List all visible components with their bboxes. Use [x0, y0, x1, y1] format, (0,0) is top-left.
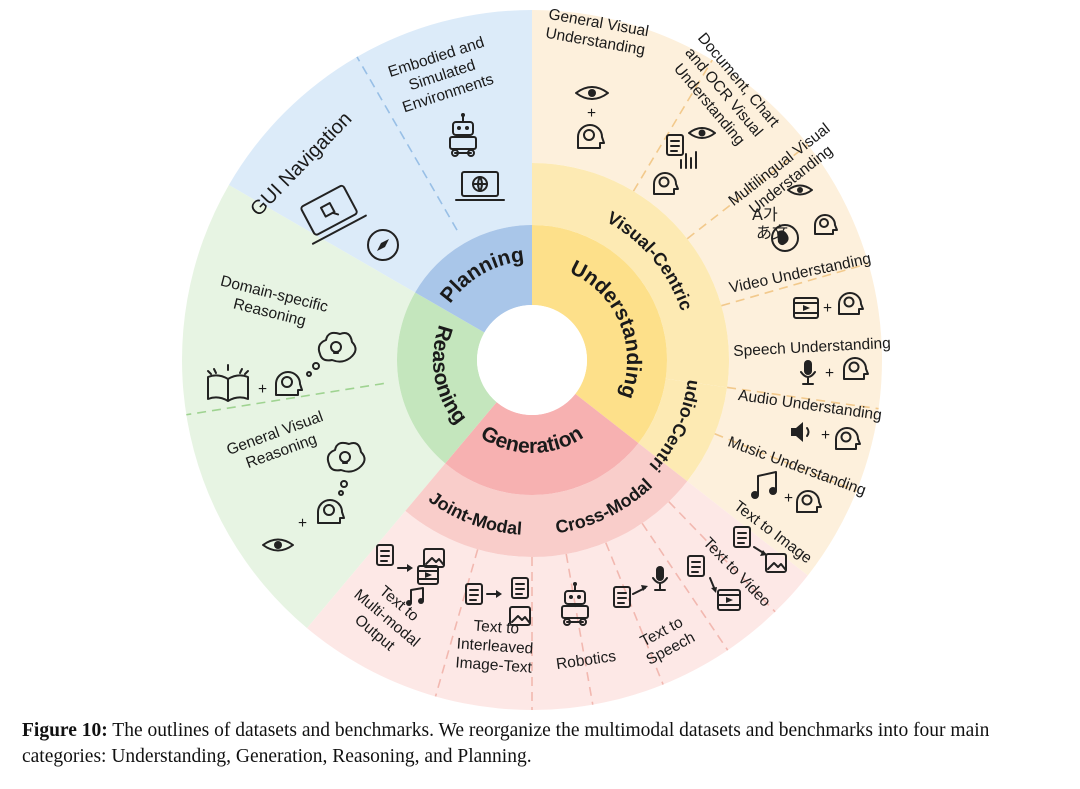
- document-icon: [465, 583, 483, 605]
- brain-head-icon: [838, 292, 864, 315]
- robot-icon: [561, 582, 589, 626]
- generation-inner-sector: [445, 393, 639, 495]
- generation-divider: [565, 553, 594, 705]
- generation-divider: [434, 549, 479, 697]
- bar-chart-icon: [680, 151, 697, 169]
- plus-sign: +: [298, 515, 307, 532]
- generation-divider: [605, 542, 664, 685]
- understanding-inner-sector: [532, 225, 667, 444]
- leaf-line: Image-Text: [455, 654, 533, 676]
- thought-bulb-icon: [326, 441, 366, 473]
- arrow-icon: [397, 564, 413, 572]
- document-icon: [376, 544, 394, 566]
- understanding-divider: [714, 433, 857, 492]
- thought-dot: [340, 480, 348, 488]
- brain-head-icon: [814, 214, 838, 235]
- eye-icon: [787, 184, 813, 196]
- planning-divider: [356, 56, 458, 231]
- understanding-divider: [632, 59, 713, 192]
- brain-head-icon: [835, 427, 861, 450]
- brain-head-icon: [653, 172, 679, 195]
- plus-sign: +: [823, 300, 832, 317]
- video-player-icon: [717, 589, 741, 611]
- caption-text: The outlines of datasets and benchmarks.…: [22, 720, 990, 767]
- document-icon: [666, 134, 684, 156]
- visual-centric-sector: [532, 163, 730, 388]
- image-icon: [765, 553, 787, 573]
- multilingual-glyphs-top: A가: [752, 205, 778, 224]
- plus-sign: +: [784, 490, 793, 507]
- plus-sign: +: [825, 365, 834, 382]
- document-icon: [511, 577, 529, 599]
- eye-icon: [688, 127, 716, 139]
- center-hole: [477, 305, 587, 415]
- plus-sign: +: [587, 105, 596, 122]
- open-book-icon: [207, 364, 249, 402]
- thought-dot: [306, 371, 312, 377]
- leaf-line: Interleaved: [456, 635, 534, 657]
- microphone-icon: [652, 566, 668, 591]
- microphone-icon: [800, 360, 816, 385]
- cross-modal-sector: [532, 443, 688, 557]
- video-player-icon: [417, 565, 439, 585]
- music-note-icon: [751, 471, 777, 499]
- document-icon: [733, 526, 751, 548]
- document-icon: [687, 555, 705, 577]
- understanding-divider: [721, 262, 869, 307]
- brain-head-icon: [796, 490, 822, 513]
- robot-icon: [449, 113, 477, 157]
- planning-outer-sector: [228, 10, 532, 293]
- document-icon: [613, 586, 631, 608]
- speaker-icon: [791, 422, 810, 442]
- reasoning-inner-sector: [397, 292, 497, 464]
- brain-head-icon: [843, 357, 869, 380]
- reasoning-divider: [186, 382, 384, 416]
- thought-bulb-icon: [317, 331, 357, 363]
- thought-dot: [312, 362, 320, 370]
- generation-outer-sector: [307, 481, 808, 710]
- brain-head-icon: [317, 499, 345, 524]
- leaf-line: Text to: [473, 617, 520, 637]
- arrow-icon: [709, 577, 717, 593]
- compass-icon: [367, 229, 399, 261]
- brain-head-icon: [577, 124, 605, 149]
- arrow-icon: [632, 585, 648, 595]
- arrow-icon: [486, 590, 502, 598]
- music-note-icon: [406, 587, 424, 606]
- planning-inner-sector: [415, 225, 532, 333]
- video-player-icon: [793, 297, 819, 319]
- laptop-globe-icon: [455, 171, 505, 201]
- globe-icon: [771, 224, 799, 252]
- eye-icon: [575, 86, 609, 100]
- laptop-icon: [300, 184, 367, 245]
- joint-modal-sector: [405, 463, 532, 558]
- generation-divider: [668, 501, 776, 613]
- caption-label: Figure 10:: [22, 720, 108, 741]
- thought-dot: [338, 490, 344, 496]
- plus-sign: +: [821, 427, 830, 444]
- generation-divider: [641, 522, 729, 651]
- audio-centric-sector: [638, 378, 728, 482]
- image-icon: [509, 606, 531, 626]
- reasoning-outer-sector: [182, 185, 446, 629]
- eye-icon: [262, 538, 294, 552]
- understanding-divider: [686, 143, 809, 240]
- figure-caption: Figure 10: The outlines of datasets and …: [22, 718, 1067, 770]
- understanding-divider: [726, 386, 879, 410]
- plus-sign: +: [258, 381, 267, 398]
- brain-head-icon: [275, 371, 303, 396]
- arrow-icon: [753, 546, 767, 556]
